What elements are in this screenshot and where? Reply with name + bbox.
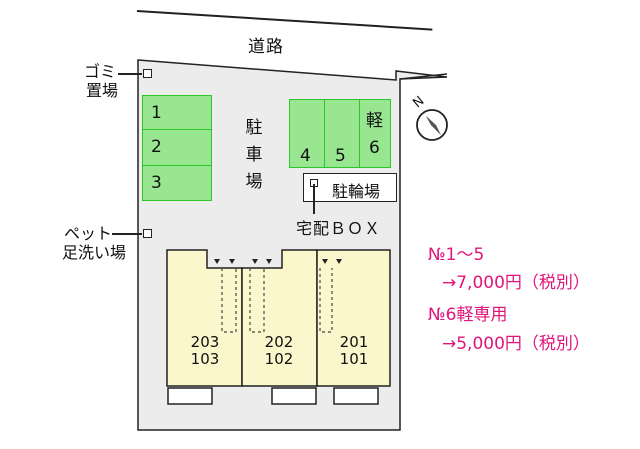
pricing-value-1-5: →7,000円（税別） <box>442 273 590 293</box>
parking-space-1: 1 <box>142 95 212 130</box>
parking-space-4: 4 <box>289 99 325 168</box>
garbage-area-marker <box>143 69 152 78</box>
bicycle-parking-label: 駐輪場 <box>332 182 381 201</box>
pet-wash-marker <box>143 229 152 238</box>
pricing-value-6-kei: →5,000円（税別） <box>442 334 590 354</box>
parking-space-5: 5 <box>324 99 360 168</box>
site-boundary-right <box>399 73 448 80</box>
building-unit-201-101 <box>316 249 391 387</box>
parking-space-6: 軽 6 <box>359 99 391 168</box>
kei-car-label: 軽 <box>366 111 383 131</box>
compass <box>416 109 448 141</box>
entrance-markers <box>214 259 342 264</box>
bicycle-parking: 駐輪場 <box>303 173 397 202</box>
garbage-area-label: ゴミ 置場 <box>83 62 118 100</box>
utility-boxes <box>167 387 379 405</box>
building <box>166 249 391 387</box>
parking-space-3: 3 <box>142 166 212 201</box>
entrance-paths <box>221 268 333 333</box>
delivery-box-label: 宅配ＢＯＸ <box>296 219 382 238</box>
road-label: 道路 <box>248 37 284 57</box>
parking-lot-label: 駐 車 場 <box>245 118 263 192</box>
pet-wash-pointer-line <box>112 233 142 235</box>
pricing-label-6-kei: №6軽専用 <box>428 305 508 325</box>
delivery-box-pointer-line <box>313 184 315 214</box>
pet-wash-label: ペット 足洗い場 <box>61 224 126 262</box>
garbage-pointer-line <box>118 73 142 75</box>
parking-space-2: 2 <box>142 130 212 166</box>
pricing-label-1-5: №1～5 <box>428 245 485 265</box>
